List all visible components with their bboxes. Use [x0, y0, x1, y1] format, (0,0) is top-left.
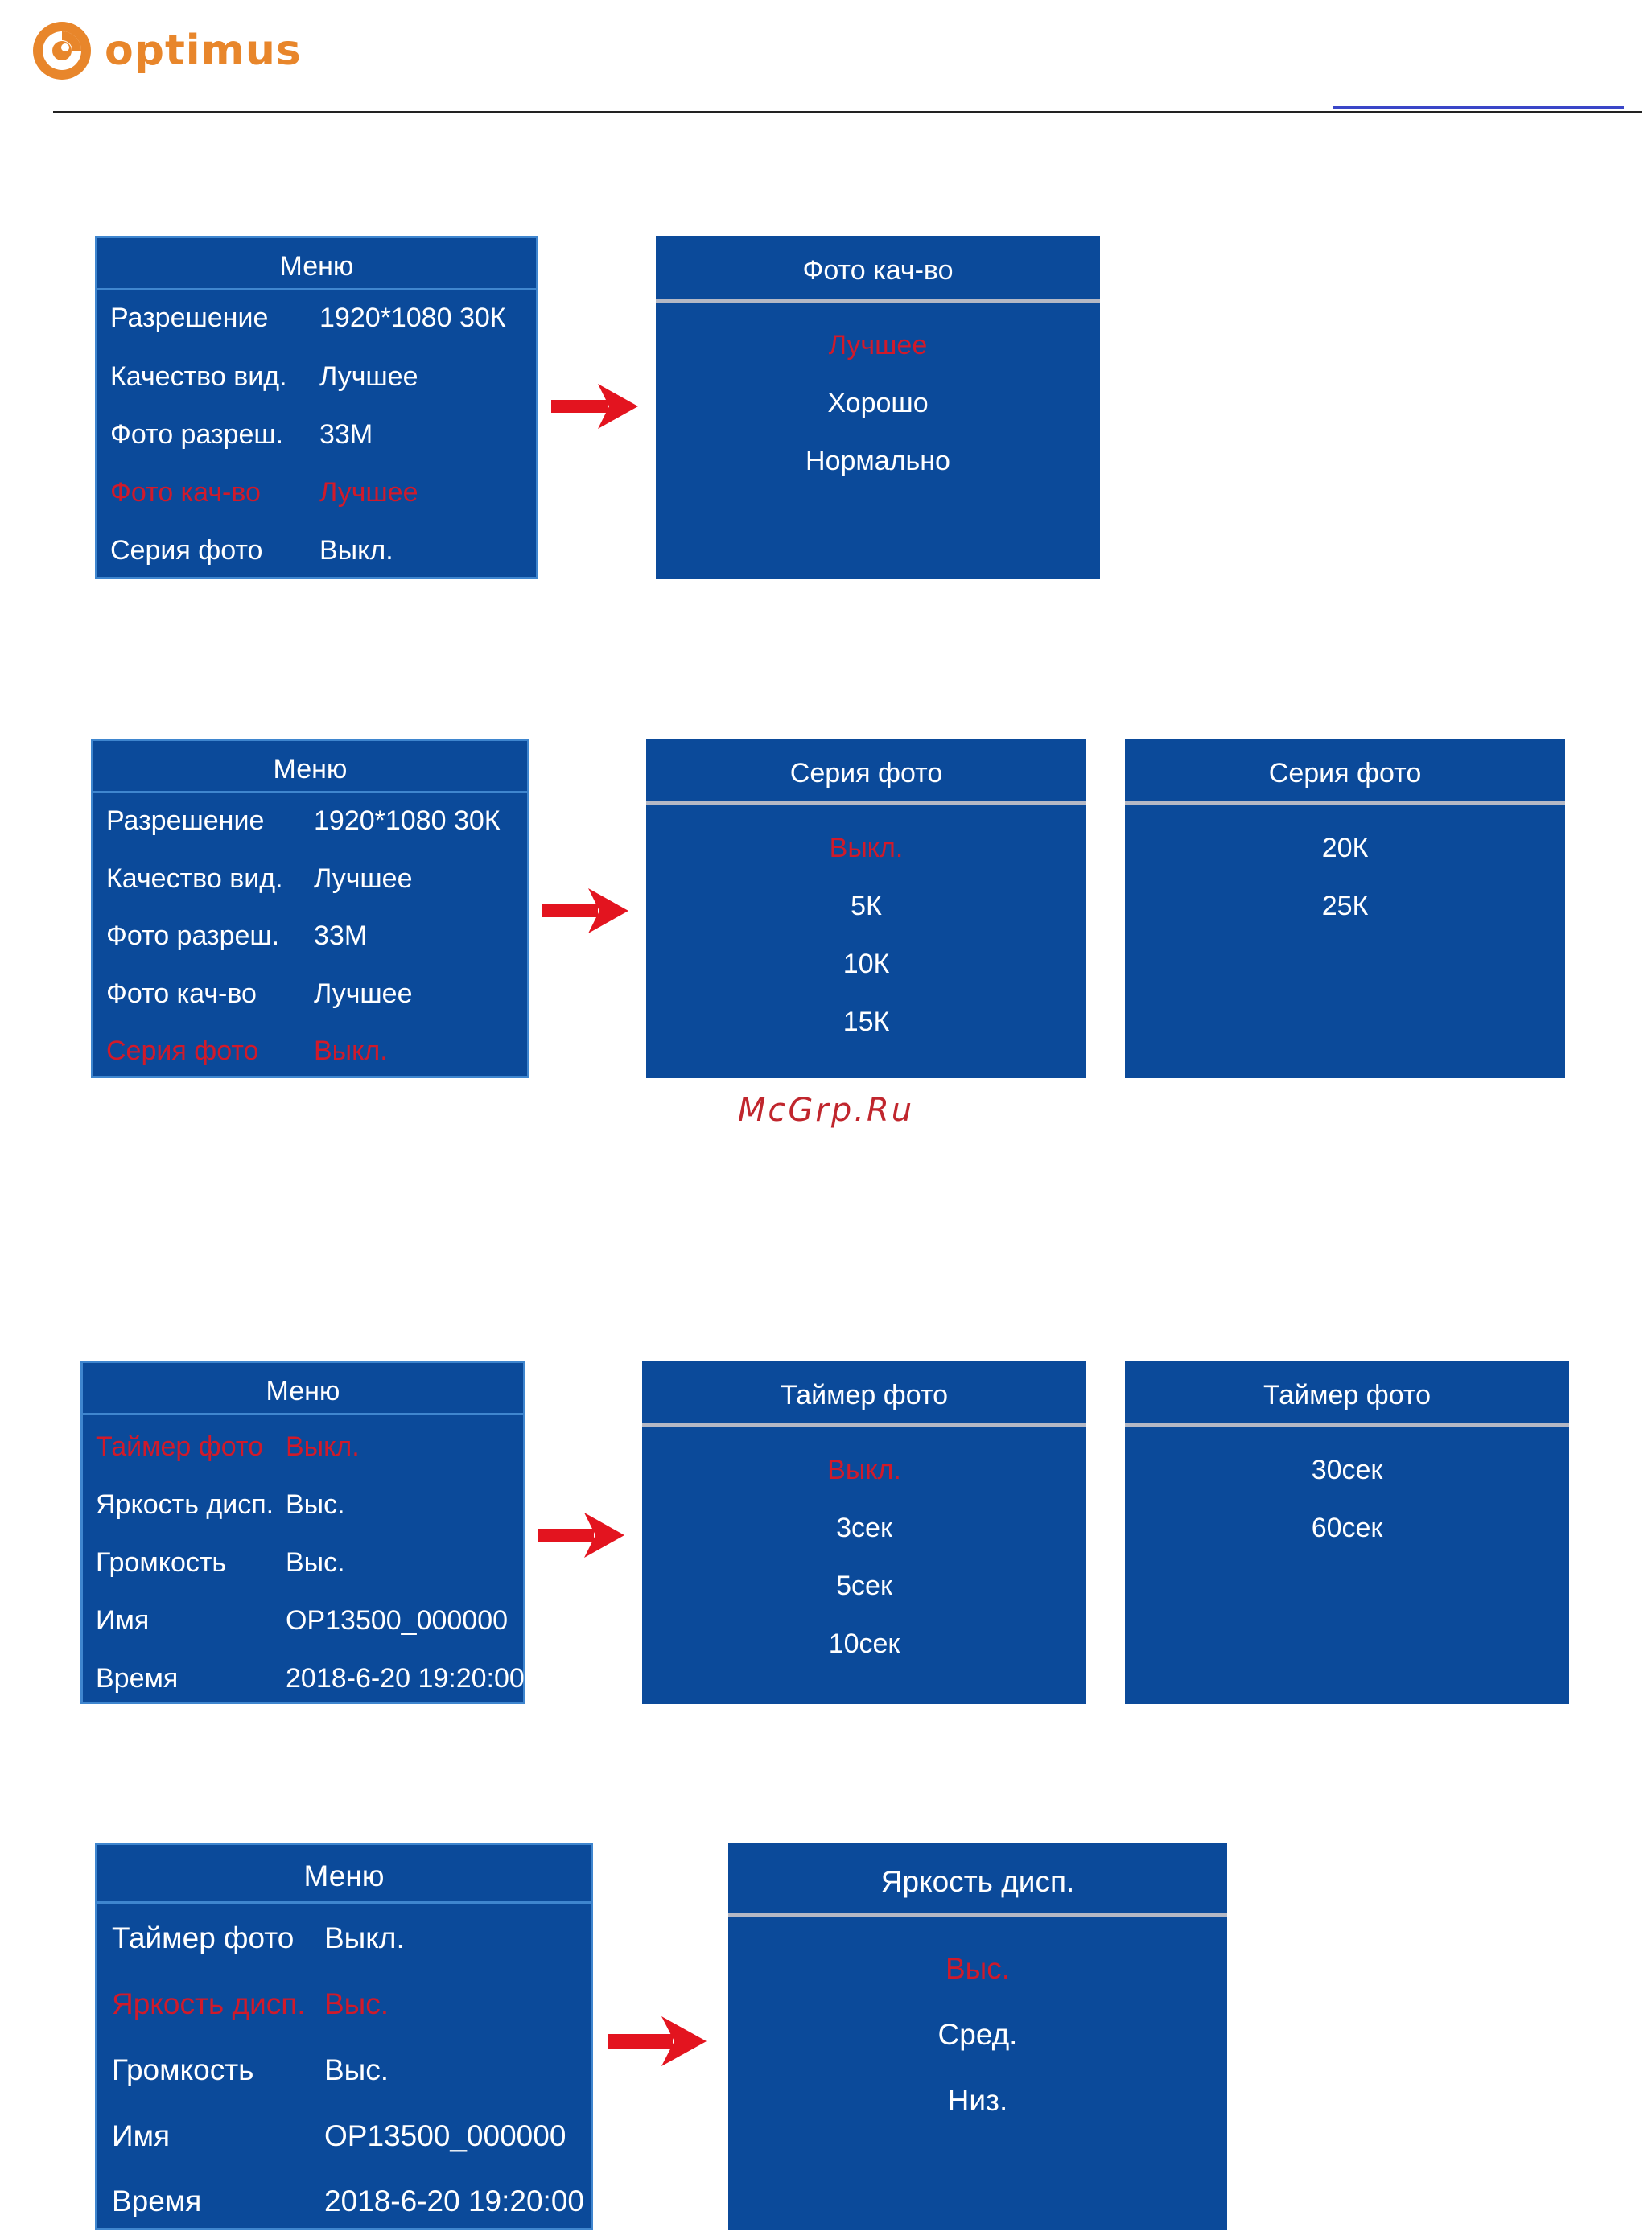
- menu-title: Меню: [279, 251, 354, 282]
- submenu-title: Таймер фото: [780, 1380, 949, 1410]
- submenu-option-selected[interactable]: Выкл.: [829, 833, 904, 863]
- menu-title: Меню: [303, 1859, 385, 1892]
- submenu-title-divider: [656, 299, 1100, 303]
- submenu-option[interactable]: Нормально: [805, 446, 950, 476]
- submenu-burst-1: Серия фото Выкл. 5К 10К 15К: [646, 739, 1086, 1078]
- submenu-display-brightness: Яркость дисп. Выс. Сред. Низ.: [728, 1843, 1227, 2230]
- menu-title: Меню: [266, 1376, 340, 1406]
- menu-row[interactable]: Яркость дисп.Выс.: [96, 1489, 345, 1520]
- brand-name: optimus: [105, 27, 302, 75]
- arrow-right-icon: [542, 888, 628, 933]
- submenu-option[interactable]: 25К: [1321, 891, 1369, 921]
- submenu-title: Таймер фото: [1263, 1380, 1432, 1410]
- submenu-title: Серия фото: [789, 758, 943, 789]
- menu-title-divider: [97, 288, 536, 290]
- submenu-option[interactable]: 5сек: [836, 1571, 892, 1601]
- menu-title: Меню: [273, 754, 348, 784]
- submenu-option[interactable]: 60сек: [1311, 1513, 1383, 1543]
- submenu-option[interactable]: 30сек: [1311, 1455, 1383, 1485]
- menu-title-divider: [83, 1413, 523, 1415]
- submenu-option[interactable]: 15К: [842, 1007, 890, 1037]
- submenu-title-divider: [642, 1423, 1086, 1427]
- brand-logo: optimus: [31, 18, 302, 84]
- arrow-right-icon: [551, 384, 638, 429]
- submenu-photo-quality: Фото кач-во Лучшее Хорошо Нормально: [656, 236, 1100, 579]
- submenu-title-divider: [1125, 801, 1565, 805]
- submenu-title: Серия фото: [1268, 758, 1422, 789]
- submenu-title-divider: [1125, 1423, 1569, 1427]
- optimus-swirl-icon: [33, 22, 91, 80]
- submenu-option-selected[interactable]: Выкл.: [827, 1455, 901, 1485]
- arrow-right-icon: [538, 1513, 624, 1558]
- header-divider: [53, 111, 1642, 113]
- menu-row-selected[interactable]: Яркость дисп.Выс.: [112, 1987, 389, 2020]
- submenu-option[interactable]: Низ.: [947, 2084, 1008, 2117]
- menu-row[interactable]: Качество вид.Лучшее: [110, 361, 418, 392]
- submenu-option-selected[interactable]: Выс.: [945, 1952, 1011, 1985]
- submenu-option[interactable]: 5К: [851, 891, 882, 921]
- submenu-title-divider: [646, 801, 1086, 805]
- submenu-option[interactable]: 10К: [842, 949, 890, 979]
- submenu-title: Яркость дисп.: [880, 1865, 1075, 1898]
- submenu-option[interactable]: 20К: [1321, 833, 1369, 863]
- menu-row[interactable]: Фото разреш.33М: [106, 920, 368, 951]
- submenu-timer-2: Таймер фото 30сек 60сек: [1125, 1361, 1569, 1704]
- submenu-option[interactable]: Сред.: [937, 2018, 1018, 2051]
- menu-row[interactable]: Фото разреш.33М: [110, 419, 373, 450]
- header-link-underline: [1333, 106, 1624, 109]
- submenu-option[interactable]: 10сек: [828, 1629, 900, 1659]
- menu-row[interactable]: Качество вид.Лучшее: [106, 863, 413, 894]
- watermark: McGrp.Ru: [737, 1092, 915, 1129]
- submenu-timer-1: Таймер фото Выкл. 3сек 5сек 10сек: [642, 1361, 1086, 1704]
- submenu-option-selected[interactable]: Лучшее: [828, 330, 928, 360]
- submenu-option[interactable]: 3сек: [836, 1513, 892, 1543]
- submenu-option[interactable]: Хорошо: [827, 388, 929, 418]
- menu-title-divider: [93, 791, 527, 793]
- arrow-right-icon: [608, 2016, 707, 2066]
- menu-title-divider: [97, 1901, 591, 1904]
- submenu-burst-2: Серия фото 20К 25К: [1125, 739, 1565, 1078]
- submenu-title: Фото кач-во: [802, 255, 954, 286]
- submenu-title-divider: [728, 1913, 1227, 1917]
